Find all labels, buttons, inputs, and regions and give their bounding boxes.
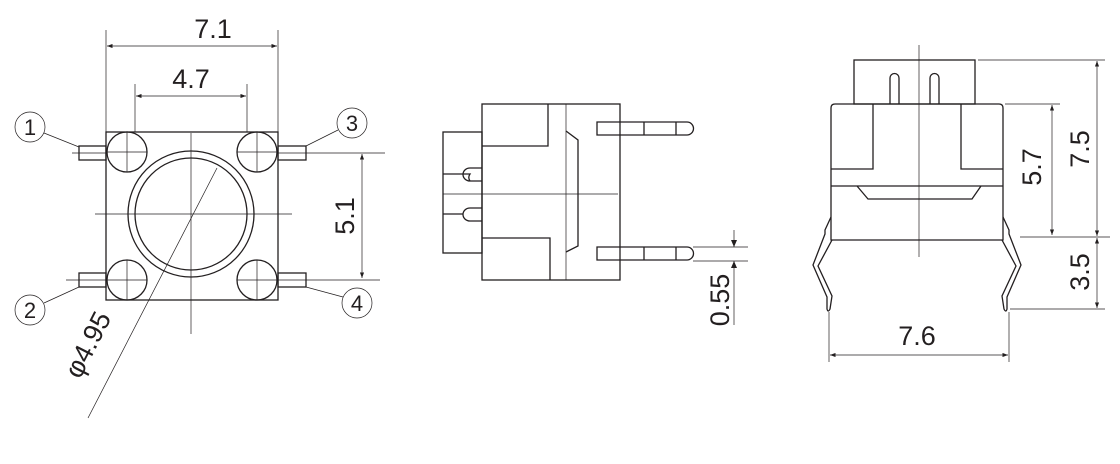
top-view: 7.1 4.7 5.1 φ4.95 1 2 3 4 — [14, 14, 385, 419]
switch-body-outline — [105, 131, 279, 301]
dim-diameter-label: φ4.95 — [59, 307, 118, 383]
actuator-inner-circle — [134, 157, 248, 271]
pin-balloon-2: 2 — [14, 286, 80, 326]
svg-text:3: 3 — [346, 111, 358, 136]
dim-total-height-label: 7.5 — [1065, 130, 1095, 168]
diameter-leader — [87, 167, 218, 419]
pin-balloon-3: 3 — [305, 107, 368, 147]
dim-body-height-label: 5.7 — [1017, 148, 1047, 186]
pin-balloon-1: 1 — [14, 111, 80, 148]
side-view: 0.55 — [442, 103, 748, 327]
dim-pad-pitch-label: 4.7 — [172, 64, 210, 94]
svg-text:2: 2 — [24, 298, 36, 323]
front-view: 7.5 5.7 3.5 7.6 — [812, 45, 1110, 362]
pin-balloon-4: 4 — [305, 286, 373, 319]
svg-text:1: 1 — [24, 115, 36, 140]
pins — [66, 145, 385, 288]
side-actuator — [442, 131, 483, 254]
side-pins — [596, 121, 695, 261]
dim-width-label: 7.1 — [194, 14, 232, 44]
actuator-outer-circle — [127, 150, 255, 278]
corner-pads — [106, 131, 278, 301]
dim-leg-span-label: 7.6 — [898, 321, 936, 351]
front-body-outline — [830, 103, 1004, 241]
dim-leg-length-label: 3.5 — [1065, 253, 1095, 291]
dim-pin-thickness-label: 0.55 — [705, 274, 735, 327]
left-leg — [812, 216, 833, 312]
dim-pin-pitch-label: 5.1 — [330, 197, 360, 235]
svg-text:4: 4 — [351, 291, 363, 316]
right-leg — [1001, 216, 1022, 312]
side-body-outline — [481, 103, 621, 281]
front-actuator — [853, 59, 976, 105]
